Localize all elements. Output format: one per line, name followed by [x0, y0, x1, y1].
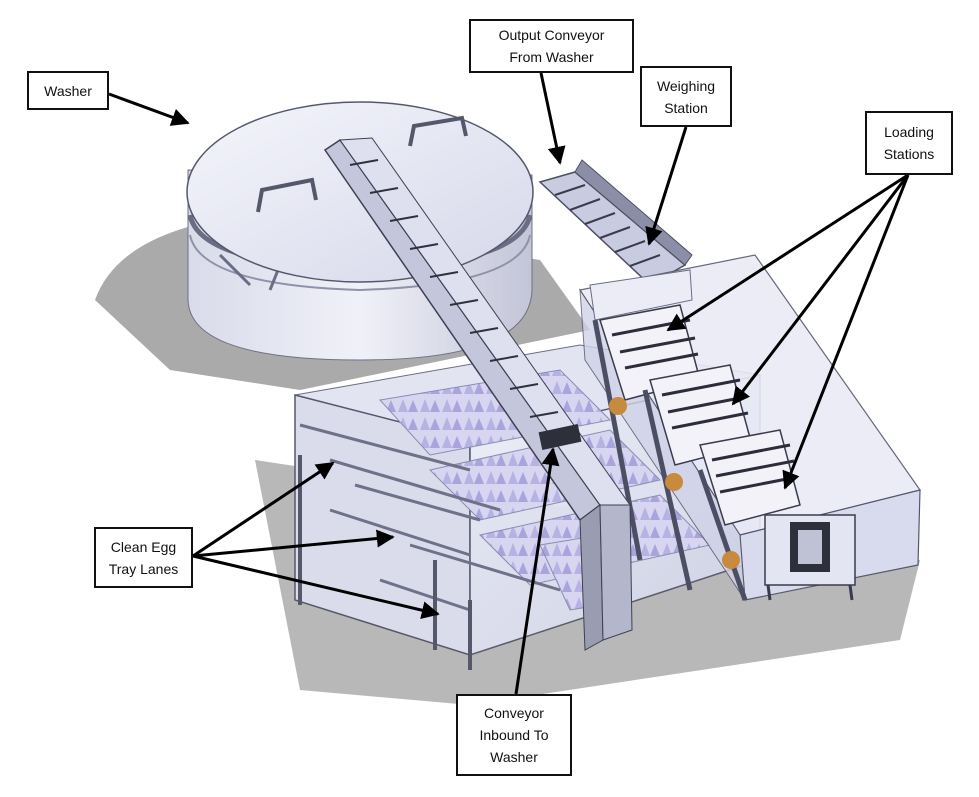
- weighing-station-callout: Weighing Station: [640, 66, 732, 127]
- loading-stations-callout: Loading Stations: [865, 111, 953, 175]
- tray-lane-arrow: [192, 529, 395, 558]
- output-conveyor: [538, 159, 693, 286]
- output-conveyor-callout: Output Conveyor From Washer: [469, 19, 634, 73]
- loading-station-arrow: [666, 173, 909, 332]
- weighing-station-arrow: [645, 126, 688, 246]
- lid-handle: [408, 115, 468, 147]
- callout-arrows: [108, 72, 910, 695]
- tray-lane-arrow: [192, 554, 440, 620]
- loading-station-arrow: [782, 174, 910, 490]
- clean-egg-label-line2: Tray Lanes: [108, 560, 179, 577]
- inbound-conveyor-label-line3: Washer: [490, 749, 538, 765]
- washer-arrow: [108, 92, 190, 126]
- inbound-conveyor: [323, 137, 633, 651]
- tray-lane-arrow: [192, 461, 335, 558]
- loading-stations-label-line2: Stations: [883, 146, 935, 162]
- loading-station-arrow: [731, 174, 910, 406]
- clean-egg-label-line1: Clean Egg: [110, 538, 177, 555]
- inbound-conveyor-label-line1: Conveyor: [484, 705, 544, 721]
- output-conveyor-label-line1: Output Conveyor: [498, 27, 605, 43]
- egg: [722, 551, 740, 569]
- egg: [609, 397, 627, 415]
- loading-stations-label-line1: Loading: [884, 124, 934, 140]
- weighing-station-label-line2: Station: [664, 99, 708, 116]
- output-conveyor-arrow: [539, 72, 566, 165]
- lid-handle: [256, 177, 318, 213]
- drive-motor: [764, 514, 856, 601]
- inbound-conveyor-callout: Conveyor Inbound To Washer: [456, 694, 572, 776]
- inbound-conveyor-arrow: [514, 447, 560, 695]
- egg: [665, 473, 683, 491]
- output-conveyor-label-line2: From Washer: [509, 49, 594, 65]
- clean-egg-tray-lanes-callout: Clean Egg Tray Lanes: [94, 527, 193, 588]
- washer-label: Washer: [44, 82, 92, 99]
- inbound-conveyor-label-line2: Inbound To: [479, 727, 549, 743]
- washer-callout: Washer: [27, 71, 109, 110]
- weighing-station-label-line1: Weighing: [656, 77, 716, 94]
